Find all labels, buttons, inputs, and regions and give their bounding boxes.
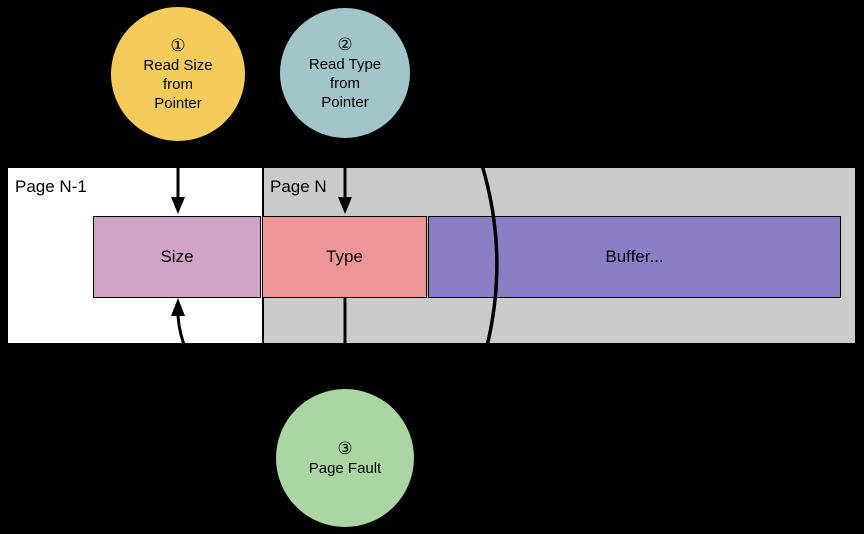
size-field-box: Size (93, 216, 261, 298)
step-3-number: ③ (337, 438, 353, 458)
type-field-label: Type (326, 247, 363, 266)
size-field-label: Size (160, 247, 194, 266)
step-3-label: Page Fault (308, 459, 382, 477)
page-n-minus-1-label: Page N-1 (15, 177, 87, 196)
step-1-label: Read Size from Pointer (143, 56, 213, 112)
step-3-page-fault-circle: ③ Page Fault (275, 388, 415, 528)
buffer-field-box: Buffer... (428, 216, 841, 298)
step-2-number: ② (337, 34, 353, 54)
step-2-label: Read Type from Pointer (308, 55, 382, 111)
step-2-read-type-circle: ② Read Type from Pointer (279, 7, 411, 139)
buffer-field-label: Buffer... (605, 247, 664, 266)
step-1-number: ① (170, 35, 186, 55)
page-n-label: Page N (270, 177, 327, 196)
step-1-read-size-circle: ① Read Size from Pointer (110, 6, 246, 142)
type-field-box: Type (262, 216, 427, 298)
